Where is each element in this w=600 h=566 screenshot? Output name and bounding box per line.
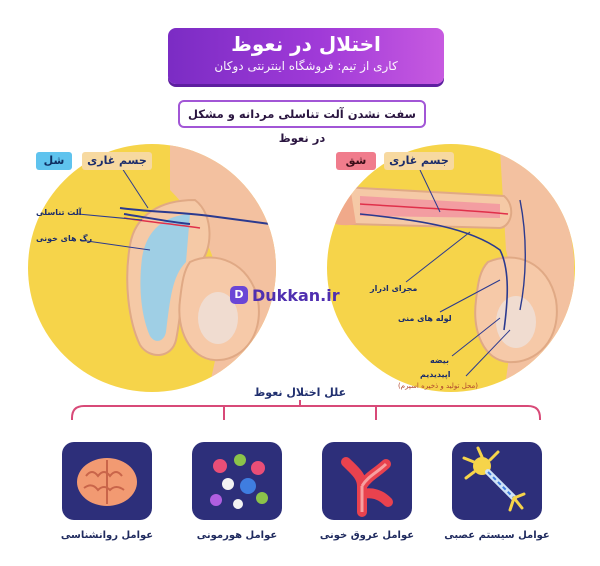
dukkan-logo-text: Dukkan.ir (252, 285, 340, 305)
red-vessels-right (359, 203, 509, 215)
pointer-right-4 (465, 329, 511, 377)
pointer-left-tag (119, 164, 149, 209)
brain-icon (77, 458, 137, 506)
label-seminal-ducts: لوله های منی (398, 314, 452, 323)
anatomy-illustration (28, 144, 575, 420)
label-penis: آلت تناسلی (36, 208, 82, 217)
cause-label-psychology: عوامل روانشناسی (60, 530, 154, 541)
urethra (359, 213, 509, 331)
title-banner: اختلال در نعوظ کاری از تیم: فروشگاه اینت… (168, 28, 444, 84)
cause-label-nervous: عوامل سیستم عصبی (444, 530, 550, 541)
blood-vessels-left (119, 207, 271, 225)
dukkan-logo-mark: D (230, 286, 248, 304)
vas-deferens (519, 199, 526, 311)
label-epididymis: اپیدیدیم (420, 370, 451, 379)
pointer-right-1 (405, 231, 471, 283)
cause-card-psychology (62, 442, 152, 520)
cause-card-hormonal (192, 442, 282, 520)
right-tissue-tag: جسم غاری (384, 152, 454, 170)
dukkan-logo: D Dukkan.ir (230, 284, 340, 306)
corpus-cavernosum-flaccid (140, 214, 190, 341)
label-testicle: بیضه (430, 356, 450, 365)
cause-label-hormonal: عوامل هورمونی (196, 530, 278, 541)
pointer-right-3 (451, 317, 501, 357)
label-epididymis-note: (محل تولید و ذخیره اسپرم) (398, 382, 479, 390)
pointer-left-1 (77, 213, 143, 221)
pointer-right-2 (439, 279, 501, 313)
erect-tag: شق (336, 152, 376, 170)
cause-label-vascular: عوامل عروق خونی (319, 530, 415, 541)
corpus-cavernosum-erect (360, 196, 500, 218)
label-blood-vessels: رگ های خونی (36, 234, 93, 243)
hormone-molecules-icon (210, 454, 268, 509)
page-title: اختلال در نعوظ (231, 32, 381, 56)
topic-banner: سفت نشدن آلت تناسلی مردانه و مشکل در نعو… (178, 100, 426, 145)
testicle-left (198, 292, 238, 344)
glans (327, 184, 356, 226)
label-urethra: مجرای ادرار (370, 284, 418, 293)
flaccid-tag: شل (36, 152, 72, 170)
bracket-drops (223, 406, 377, 420)
pointer-left-2 (79, 239, 151, 251)
neuron-icon (462, 446, 526, 512)
causes-bracket (71, 400, 541, 420)
cause-card-vascular (322, 442, 412, 520)
cause-card-nervous (452, 442, 542, 520)
left-tissue-tag: جسم غاری (82, 152, 152, 170)
blood-vessel-icon (341, 457, 393, 517)
causes-title: علل اختلال نعوظ (253, 386, 347, 399)
page-subtitle: کاری از تیم: فروشگاه اینترنتی دوکان (214, 59, 398, 73)
pointer-right-tag (419, 169, 441, 213)
testicle-right (496, 296, 536, 348)
